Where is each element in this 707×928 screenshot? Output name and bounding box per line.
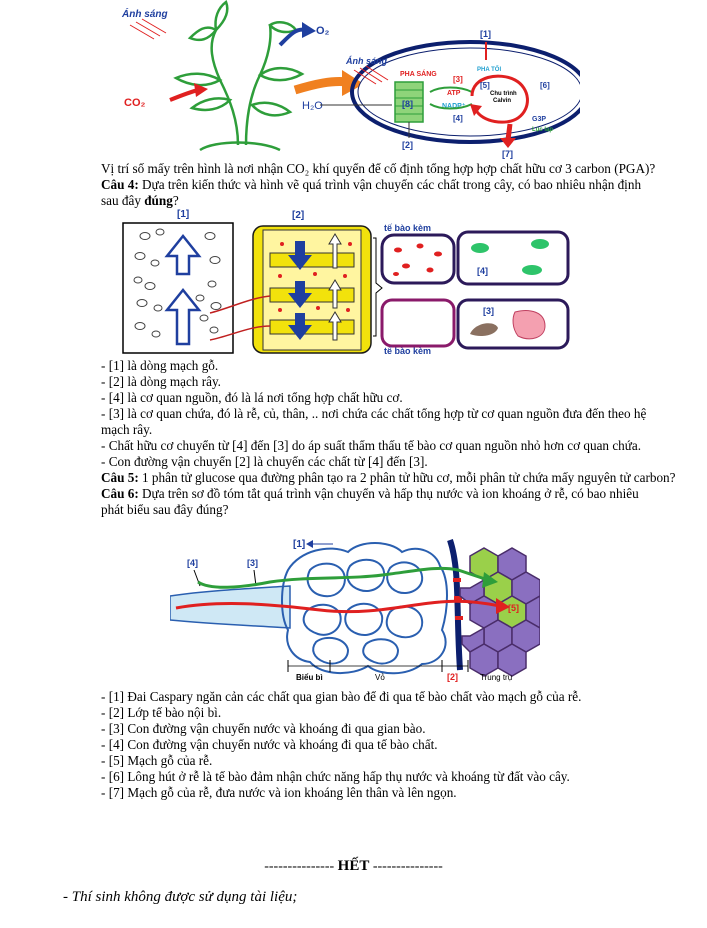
- question-5: Câu 5: 1 phân tử glucose qua đường phân …: [101, 470, 676, 486]
- question-3-text: Vị trí số mấy trên hình là nơi nhận CO₂ …: [101, 161, 656, 176]
- root-diagram: [1] [4] [3]: [169, 539, 541, 682]
- calvin-label-2: Calvin: [493, 98, 511, 104]
- companion-cell-bottom: [380, 298, 456, 348]
- label-4: [4]: [453, 114, 463, 123]
- light-rays-right: [353, 65, 389, 85]
- red-path: [175, 599, 501, 614]
- label-2: [2]: [402, 140, 413, 150]
- phloem-down-arrows: [288, 241, 312, 340]
- bieu-bi-label: Biểu bì: [296, 673, 323, 682]
- question-5-label: Câu 5:: [101, 470, 139, 485]
- q4-statement-6: - Con đường vận chuyển [2] là chuyển các…: [101, 454, 428, 469]
- q6-statement-7: - [7] Mạch gỗ của rễ, đưa nước và ion kh…: [101, 785, 457, 800]
- label-8: [8]: [402, 99, 413, 109]
- leaf-cell: [456, 230, 570, 286]
- q4-statement-5: - Chất hữu cơ chuyển từ [4] đến [3] do á…: [101, 438, 642, 453]
- question-4-bold-word: đúng: [144, 193, 173, 208]
- label-4: [4]: [187, 558, 198, 568]
- label-4: [4]: [477, 266, 488, 276]
- phloem-red-dots: [278, 242, 352, 312]
- light-rays-left: [129, 18, 167, 40]
- q4-statement-3: - [4] là cơ quan nguồn, đó là lá nơi tổn…: [101, 390, 403, 405]
- question-6-line-2: phát biểu sau đây đúng?: [101, 502, 229, 517]
- xylem-bubbles: [133, 228, 222, 338]
- label-6: [6]: [540, 81, 550, 90]
- photosynthesis-figure: Ánh sáng O₂ CO₂ Ánh sáng: [120, 0, 590, 160]
- question-4-line-1: Câu 4: Dựa trên kiến thức và hình vẽ quá…: [101, 177, 641, 193]
- q4-statement-4: - [3] là cơ quan chứa, đó là rễ, củ, thâ…: [101, 406, 647, 421]
- label-3: [3]: [453, 75, 463, 84]
- end-dashes-right: ---------------: [372, 859, 443, 874]
- label-2: [2]: [447, 672, 458, 682]
- question-4-text-b: sau đây: [101, 193, 145, 208]
- label-7: [7]: [502, 149, 513, 159]
- label-3: [3]: [483, 306, 494, 316]
- question-4-line-2: sau đây đúng?: [101, 193, 179, 209]
- vo-label: Vỏ: [375, 673, 385, 682]
- label-2: [2]: [292, 210, 304, 221]
- endodermis: [447, 539, 463, 671]
- luc-lap-label: Lục lạp: [532, 127, 553, 133]
- h2o-label: H₂O: [302, 100, 323, 112]
- pha-sang-label: PHA SÁNG: [400, 69, 437, 78]
- label-1: [1]: [480, 29, 491, 39]
- plant-outline: [173, 0, 305, 152]
- question-4-label: Câu 4:: [101, 177, 139, 192]
- q4-statement-1: - [1] là dòng mạch gỗ.: [101, 358, 219, 373]
- xylem-up-arrows: [164, 233, 202, 346]
- q6-statement-3: - [3] Con đường vận chuyển nước và khoán…: [101, 721, 426, 736]
- light-label-right: Ánh sáng: [345, 56, 388, 66]
- q4-statement-4-cont: mạch rây.: [101, 422, 153, 437]
- q6-statement-4: - [4] Con đường vận chuyển nước và khoán…: [101, 737, 438, 752]
- light-label-left: Ánh sáng: [121, 7, 168, 20]
- phloem-diagram: [1] [2]: [122, 209, 570, 356]
- companion-cell-top: [380, 233, 456, 285]
- phloem-up-arrows: [328, 233, 342, 341]
- label-5: [5]: [480, 81, 490, 90]
- question-4-qmark: ?: [172, 193, 179, 208]
- companion-label-bottom: tế bào kèm: [384, 346, 431, 356]
- label-5: [5]: [508, 603, 519, 613]
- calvin-label-1: Chu trình: [490, 91, 517, 97]
- atp-label: ATP: [447, 90, 461, 97]
- q6-statement-2: - [2] Lớp tế bào nội bì.: [101, 705, 222, 720]
- co2-label: CO₂: [124, 97, 146, 109]
- photosynthesis-diagram: Ánh sáng O₂ CO₂ Ánh sáng: [121, 0, 590, 159]
- o2-label: O₂: [316, 25, 330, 37]
- end-word: HẾT: [337, 858, 370, 874]
- q6-statement-6: - [6] Lông hút ở rễ là tế bào đảm nhận c…: [101, 769, 570, 784]
- question-5-text: 1 phân tử glucose qua đường phân tạo ra …: [138, 470, 676, 485]
- cortex-cells: [281, 542, 448, 675]
- question-6-text-a: Dựa trên sơ đồ tóm tắt quá trình vận chu…: [138, 486, 639, 501]
- label-3: [3]: [247, 558, 258, 568]
- trung-tru-label: Trung trụ: [480, 673, 512, 682]
- label-1: [1]: [293, 539, 305, 550]
- question-6-label: Câu 6:: [101, 486, 139, 501]
- question-4-text-a: Dựa trên kiến thức và hình vẽ quá trình …: [138, 177, 642, 192]
- orange-arrow: [293, 77, 349, 95]
- q4-statement-2: - [2] là dòng mạch rây.: [101, 374, 221, 389]
- end-dashes-left: ---------------: [264, 859, 335, 874]
- q6-statement-5: - [5] Mạch gỗ của rễ.: [101, 753, 213, 768]
- root-figure: [1] [4] [3]: [169, 530, 541, 682]
- question-6-line-1: Câu 6: Dựa trên sơ đồ tóm tắt quá trình …: [101, 486, 639, 502]
- green-path: [197, 566, 489, 589]
- exam-note: - Thí sinh không được sử dụng tài liệu;: [63, 889, 298, 905]
- calvin-cycle-arrow: [470, 74, 529, 124]
- pha-toi-label: PHA TỐI: [477, 66, 501, 73]
- end-marker: --------------- HẾT ---------------: [0, 858, 707, 875]
- g3p-label: G3P: [532, 116, 546, 123]
- label-1: [1]: [177, 209, 189, 220]
- q6-statement-1: - [1] Đai Caspary ngăn cản các chất qua …: [101, 689, 582, 704]
- casparian-strips: [453, 578, 463, 620]
- co2-arrow: [169, 88, 199, 102]
- companion-label-top: tế bào kèm: [384, 223, 431, 233]
- root-hair: [169, 585, 291, 629]
- nadph-label: NADP⁺: [442, 102, 466, 110]
- phloem-figure: [1] [2]: [120, 208, 580, 358]
